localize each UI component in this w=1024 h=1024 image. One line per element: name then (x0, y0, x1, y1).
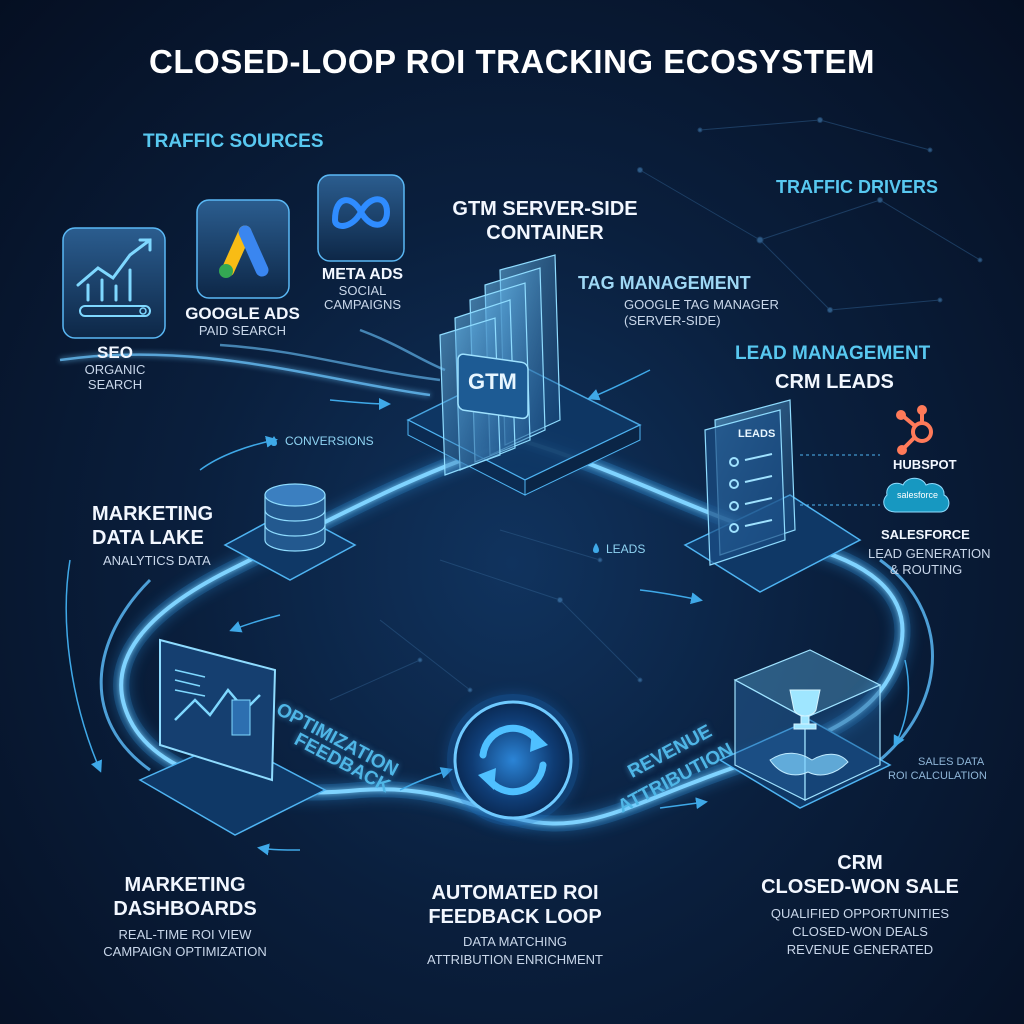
lead-desc-2: & ROUTING (890, 563, 962, 577)
salesforce-label: SALESFORCE (881, 528, 970, 542)
leads-doc-label: LEADS (738, 428, 775, 440)
google-ads-name: GOOGLE ADS (180, 305, 305, 324)
crm-sale-heading-2: CLOSED-WON SALE (730, 876, 990, 898)
lead-desc-1: LEAD GENERATION (868, 547, 991, 561)
feedback-loop-heading-2: FEEDBACK LOOP (390, 906, 640, 928)
crm-sale-desc-3: REVENUE GENERATED (730, 943, 990, 957)
feedback-loop-desc-2: ATTRIBUTION ENRICHMENT (390, 953, 640, 967)
tag-management-desc-1: GOOGLE TAG MANAGER (624, 298, 779, 312)
dashboards-heading-1: MARKETING (90, 874, 280, 896)
dashboards-desc-2: CAMPAIGN OPTIMIZATION (70, 945, 300, 959)
seo-name: SEO (85, 344, 145, 363)
hubspot-label: HUBSPOT (893, 458, 957, 472)
dashboards-desc-1: REAL-TIME ROI VIEW (70, 928, 300, 942)
refresh-cycle-icon (447, 694, 579, 826)
crm-sale-desc-1: QUALIFIED OPPORTUNITIES (730, 907, 990, 921)
crm-leads-heading: CRM LEADS (775, 371, 894, 393)
feedback-loop-desc-1: DATA MATCHING (390, 935, 640, 949)
conversions-label: CONVERSIONS (285, 435, 374, 448)
traffic-sources-heading: TRAFFIC SOURCES (143, 132, 324, 153)
tag-management-heading: TAG MANAGEMENT (578, 274, 751, 294)
google-ads-desc: PAID SEARCH (180, 324, 305, 338)
crm-sale-desc-2: CLOSED-WON DEALS (730, 925, 990, 939)
dashboards-heading-2: DASHBOARDS (90, 898, 280, 920)
data-lake-heading-1: MARKETING (92, 503, 213, 525)
tag-management-desc-2: (SERVER-SIDE) (624, 314, 721, 328)
gtm-box-label: GTM (468, 370, 517, 394)
meta-ads-card (318, 175, 404, 261)
seo-desc-2: SEARCH (70, 378, 160, 392)
salesforce-logo-text: salesforce (897, 490, 938, 500)
crm-sale-heading-1: CRM (730, 852, 990, 874)
hubspot-icon (898, 407, 931, 453)
seo-desc-1: ORGANIC (70, 363, 160, 377)
page-title: CLOSED-LOOP ROI TRACKING ECOSYSTEM (0, 44, 1024, 80)
sales-data-label-2: ROI CALCULATION (888, 770, 987, 782)
lead-management-heading: LEAD MANAGEMENT (735, 344, 930, 365)
leads-flow-label: LEADS (606, 543, 645, 556)
trophy-handshake-icon (720, 650, 890, 808)
traffic-drivers-heading: TRAFFIC DRIVERS (776, 178, 938, 198)
feedback-loop-heading-1: AUTOMATED ROI (390, 882, 640, 904)
gtm-heading-2: CONTAINER (420, 222, 670, 244)
gtm-heading-1: GTM SERVER-SIDE (420, 198, 670, 220)
google-ads-card (197, 200, 289, 298)
seo-card (63, 228, 165, 338)
meta-ads-desc-2: CAMPAIGNS (310, 298, 415, 312)
data-lake-heading-2: DATA LAKE (92, 527, 204, 549)
meta-ads-name: META ADS (310, 266, 415, 284)
data-lake-desc: ANALYTICS DATA (103, 554, 211, 568)
sales-data-label-1: SALES DATA (918, 756, 984, 768)
